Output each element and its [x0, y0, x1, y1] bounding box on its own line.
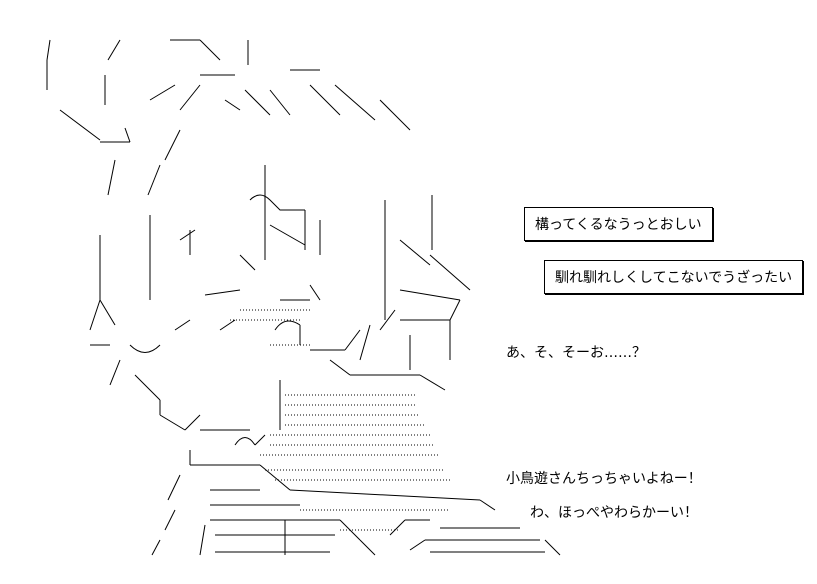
- dialogue-line-3: わ、ほっぺやわらかーい！: [530, 505, 698, 521]
- dialogue-line-2: 小鳥遊さんちっちゃいよねー！: [506, 471, 702, 487]
- dialogue-line-1: あ、そ、そーお……？: [506, 345, 646, 361]
- dotted-shading: [230, 309, 450, 531]
- hair-strands: [46, 39, 411, 196]
- figure-lines: [89, 165, 561, 556]
- speech-box-1: 構ってくるなうっとおしい: [524, 207, 713, 241]
- speech-box-1-text: 構ってくるなうっとおしい: [535, 217, 702, 233]
- speech-box-2-text: 馴れ馴れしくしてこないでうざったい: [555, 270, 793, 286]
- speech-box-2: 馴れ馴れしくしてこないでうざったい: [544, 260, 804, 294]
